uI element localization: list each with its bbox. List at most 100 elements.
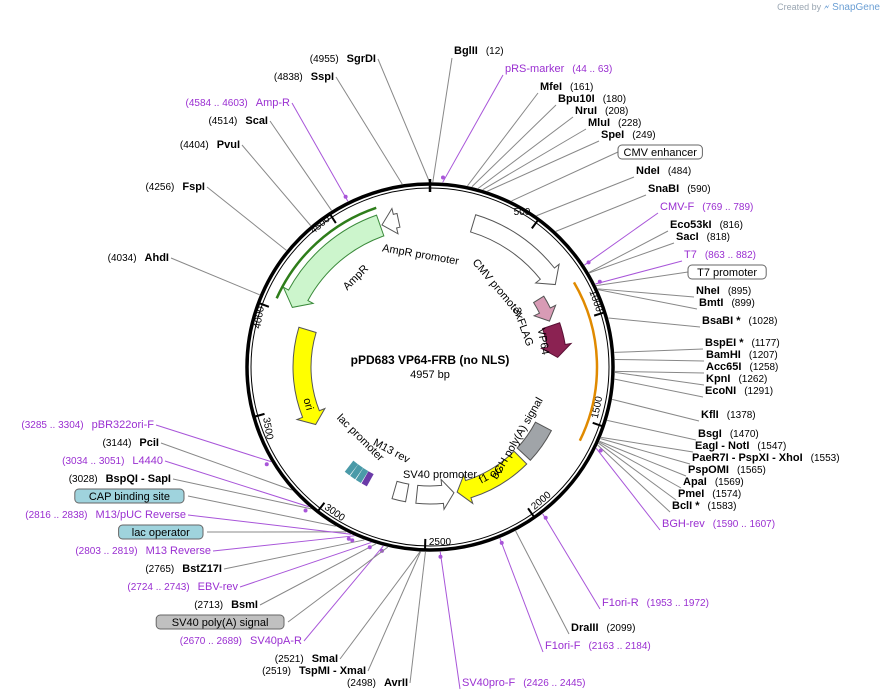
svg-text:SpeI(249): SpeI(249) bbox=[601, 129, 656, 141]
leader-line bbox=[172, 478, 312, 510]
site-label: Bpu10I(180) bbox=[558, 93, 626, 105]
svg-text:pRS-marker(44 .. 63): pRS-marker(44 .. 63) bbox=[505, 63, 612, 75]
svg-text:CMV-F(769 .. 789): CMV-F(769 .. 789) bbox=[660, 201, 753, 213]
feature-box bbox=[617, 144, 703, 160]
site-position: (2519) bbox=[262, 666, 291, 677]
svg-text:(3028)BspQI - SapI: (3028)BspQI - SapI bbox=[69, 473, 171, 485]
site-name: NruI bbox=[575, 105, 597, 117]
leader-line bbox=[515, 530, 570, 635]
primer-label: (2670 .. 2689)SV40pA-R bbox=[180, 635, 302, 647]
tick-mark bbox=[531, 218, 540, 229]
primer-name: M13 Reverse bbox=[146, 545, 211, 557]
site-label: BsgI(1470) bbox=[698, 428, 759, 440]
boxed-feature-name: CAP binding site bbox=[89, 491, 170, 503]
svg-text:ApaI(1569): ApaI(1569) bbox=[683, 476, 744, 488]
site-position: (1291) bbox=[744, 386, 773, 397]
leader-line bbox=[339, 551, 421, 660]
primer-mark bbox=[586, 260, 591, 265]
site-label: (2498)AvrII bbox=[347, 677, 408, 689]
svg-text:SV40pro-F(2426 .. 2445): SV40pro-F (2426 .. 2445) bbox=[462, 677, 585, 689]
leader-line bbox=[536, 176, 635, 217]
primer-mark bbox=[440, 175, 445, 180]
svg-text:SnaBI(590): SnaBI(590) bbox=[648, 183, 711, 195]
leader-line bbox=[160, 442, 292, 491]
site-name: Acc65I bbox=[706, 361, 741, 373]
site-name: KflI bbox=[701, 409, 719, 421]
primer-label: BGH-rev(1590 .. 1607) bbox=[662, 518, 775, 530]
svg-text:(2521)SmaI: (2521)SmaI bbox=[275, 653, 338, 665]
site-position: (1262) bbox=[738, 374, 767, 385]
leader-line bbox=[291, 102, 349, 202]
primer-position: (1953 .. 1972) bbox=[647, 598, 709, 609]
site-position: (4838) bbox=[274, 72, 303, 83]
feature-label: AmpR bbox=[341, 263, 371, 293]
m13-rev-box bbox=[391, 480, 410, 503]
site-label: NheI(895) bbox=[696, 285, 751, 297]
site-name: BglII bbox=[454, 45, 478, 57]
plasmid-length: 4957 bp bbox=[410, 369, 450, 381]
site-position: (4955) bbox=[310, 54, 339, 65]
site-position: (1565) bbox=[737, 465, 766, 476]
primer-name: SV40pro-F bbox=[462, 677, 515, 689]
leader-line bbox=[187, 514, 351, 535]
leader-line bbox=[614, 378, 704, 398]
leader-line bbox=[187, 495, 336, 527]
tick-mark bbox=[527, 507, 536, 518]
boxed-feature-name: SV40 poly(A) signal bbox=[172, 617, 269, 629]
primer-label: F1ori-F(2163 .. 2184) bbox=[545, 640, 651, 652]
svg-text:(4514)ScaI: (4514)ScaI bbox=[208, 115, 268, 127]
site-label: BglII(12) bbox=[454, 45, 504, 57]
leader-line bbox=[607, 419, 697, 441]
svg-text:DraIII(2099): DraIII(2099) bbox=[571, 622, 635, 634]
leader-line bbox=[269, 120, 332, 211]
svg-text:(2816 .. 2838)M13/pUC Reverse: (2816 .. 2838)M13/pUC Reverse bbox=[25, 509, 186, 521]
feature-box bbox=[155, 614, 285, 630]
svg-text:(3144)PciI: (3144)PciI bbox=[103, 437, 159, 449]
site-position: (249) bbox=[632, 130, 655, 141]
primer-position: (2670 .. 2689) bbox=[180, 636, 242, 647]
primer-position: (2803 .. 2819) bbox=[75, 546, 137, 557]
site-name: AhdI bbox=[145, 252, 169, 264]
svg-text:(2498)AvrII: (2498)AvrII bbox=[347, 677, 408, 689]
site-name: BamHI bbox=[706, 349, 741, 361]
cmv-promoter-arrow bbox=[469, 214, 560, 286]
site-name: FspI bbox=[182, 181, 205, 193]
leader-line bbox=[487, 140, 600, 192]
ampr-promoter-arrow bbox=[381, 207, 401, 235]
site-label: (2519)TspMI - XmaI bbox=[262, 665, 366, 677]
leader-line bbox=[598, 441, 682, 489]
site-label: MfeI(161) bbox=[540, 81, 593, 93]
primer-position: (2163 .. 2184) bbox=[588, 641, 650, 652]
svg-text:(4838)SspI: (4838)SspI bbox=[274, 71, 334, 83]
svg-text:PaeR7I - PspXI - XhoI(1553): PaeR7I - PspXI - XhoI(1553) bbox=[692, 452, 840, 464]
site-label: (4404)PvuI bbox=[180, 139, 240, 151]
site-label: SacI(818) bbox=[676, 231, 730, 243]
primer-position: (2426 .. 2445) bbox=[523, 678, 585, 689]
leader-line bbox=[612, 398, 700, 422]
leader-line bbox=[597, 288, 695, 298]
feature-label: VP64 bbox=[535, 327, 551, 356]
leader-line bbox=[595, 447, 661, 531]
small-feature-mark bbox=[344, 460, 359, 476]
primer-position: (2816 .. 2838) bbox=[25, 510, 87, 521]
primer-mark bbox=[264, 462, 269, 467]
primer-name: T7 bbox=[684, 249, 697, 261]
tick-mark bbox=[592, 421, 604, 428]
svg-text:PmeI(1574): PmeI(1574) bbox=[678, 488, 741, 500]
leader-line bbox=[377, 58, 430, 183]
leader-line bbox=[598, 442, 677, 501]
site-position: (1207) bbox=[749, 350, 778, 361]
site-position: (1258) bbox=[749, 362, 778, 373]
boxed-feature-name: T7 promoter bbox=[697, 267, 757, 279]
site-name: BspQI - SapI bbox=[106, 473, 171, 485]
tick-label: 3000 bbox=[322, 502, 347, 524]
svg-text:lac operator: lac operator bbox=[132, 527, 190, 539]
site-label: (4838)SspI bbox=[274, 71, 334, 83]
box-label: SV40 poly(A) signal bbox=[155, 614, 285, 630]
svg-text:CAP binding site: CAP binding site bbox=[89, 491, 170, 503]
leader-line bbox=[596, 271, 689, 287]
box-label: lac operator bbox=[118, 524, 204, 540]
svg-text:NruI(208): NruI(208) bbox=[575, 105, 628, 117]
feature-label: ori bbox=[301, 397, 316, 412]
site-label: NdeI(484) bbox=[636, 165, 691, 177]
